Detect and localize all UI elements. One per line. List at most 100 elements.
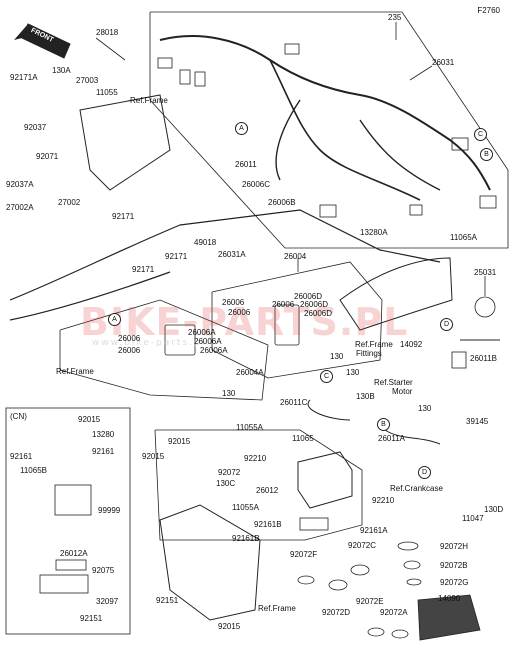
part-92072F: 92072F [290,550,318,559]
callout-b: B [480,148,493,161]
figure-id: F2760 [477,6,500,15]
harness-connector-8 [409,204,423,216]
part-26031A: 26031A [218,250,246,259]
harness-connector-1 [157,57,173,69]
part-26006-c: 26006 [272,300,295,309]
cn-part-92151: 92151 [80,614,103,623]
part-92171-b: 92171 [132,265,155,274]
part-26006A-3: 26006A [200,346,228,355]
part-14092: 14092 [400,340,423,349]
part-92037A: 92037A [6,180,34,189]
part-130B: 130B [356,392,375,401]
ref-starter-2: Motor [392,387,413,396]
ref-frame-2: Ref.Frame [56,367,94,376]
harness-region-outline [149,11,509,249]
callout-d: D [440,318,453,331]
harness-connector-3 [194,71,206,87]
cn-part-26012A: 26012A [60,549,88,558]
front-arrow [14,23,71,59]
harness-branch-2 [275,99,301,181]
part-13280A: 13280A [360,228,388,237]
cn-battery [54,484,92,516]
part-92171-c: 92171 [165,252,188,261]
part-11065: 11065 [292,434,314,443]
part-130-b: 130 [222,389,236,398]
leader-28018 [95,37,126,61]
ref-frame-3: Ref.Frame [258,604,296,613]
part-92161B-2: 92161B [232,534,260,543]
part-92015-c: 92015 [218,622,241,631]
part-26006-a: 26006 [222,298,245,307]
ref-frame-fittings-2: Fittings [356,349,382,358]
part-26011A: 26011A [378,434,405,443]
callout-a2: A [108,313,121,326]
part-235: 235 [388,13,402,22]
part-26006B: 26006B [268,198,296,207]
battery [297,451,353,509]
part-26004: 26004 [284,252,307,261]
horn [474,296,496,318]
part-11065A: 11065A [450,233,477,242]
part-92072H: 92072H [440,542,469,551]
cn-part-32097: 32097 [96,597,119,606]
part-92015-a: 92015 [168,437,191,446]
cn-part-11065B: 11065B [20,466,47,475]
harness-branch-1 [269,59,421,201]
part-11055A-2: 11055A [232,503,259,512]
part-28018: 28018 [96,28,119,37]
harness-connector-5 [451,137,469,151]
harness-branch-3 [359,119,441,191]
battery-region-outline [154,429,363,541]
part-92161A: 92161A [360,526,388,535]
part-92015-b: 92015 [142,452,165,461]
part-26006-e: 26006 [118,346,141,355]
battery-tray [159,504,261,621]
cn-part-99999: 99999 [98,506,121,515]
battery-pad [299,517,329,531]
callout-d2: D [418,466,431,479]
part-39145: 39145 [466,417,489,426]
part-130-c: 130 [346,368,360,377]
fuse-box [274,304,300,346]
part-92072A: 92072A [380,608,408,617]
clamp-92072E [367,627,385,637]
watermark: BIKE-PARTS.PL [80,300,409,344]
part-27002A: 27002A [6,203,34,212]
part-92210-a: 92210 [244,454,267,463]
cn-part-92075: 92075 [92,566,115,575]
frame-rail-upper [9,209,441,301]
part-26031: 26031 [432,58,455,67]
clamp-92072A [391,629,409,639]
part-92072G: 92072G [440,578,469,587]
clamp-92072C [350,564,370,576]
part-27002: 27002 [58,198,81,207]
clamp-92072F [297,575,315,585]
clamp-92072D [328,579,348,591]
part-26006-b: 26006 [228,308,251,317]
part-11055: 11055 [96,88,118,97]
cn-inset-tag: (CN) [10,412,27,421]
part-130A: 130A [52,66,71,75]
part-92161B-1: 92161B [254,520,282,529]
watermark-url: www.bike-parts.pl [92,338,207,348]
cn-part-13280: 13280 [92,430,115,439]
part-130C: 130C [216,479,236,488]
part-26006D-2: 26006D [300,300,329,309]
part-92171-a: 92171 [112,212,135,221]
starter-relay [451,351,467,369]
part-130D: 130D [484,505,504,514]
part-130-a: 130 [330,352,344,361]
cn-part-92015: 92015 [78,415,101,424]
fusebox-region-outline [211,261,383,379]
harness-connector-7 [319,204,337,218]
cn-inset-box [5,407,131,635]
part-11055A-1: 11055A [236,423,263,432]
part-26006D-1: 26006D [294,292,323,301]
part-92072: 92072 [218,468,241,477]
part-92210-b: 92210 [372,496,395,505]
part-92171A: 92171A [10,73,38,82]
frame-rail-lower [9,271,171,321]
part-26004A: 26004A [236,368,264,377]
callout-c: C [474,128,487,141]
